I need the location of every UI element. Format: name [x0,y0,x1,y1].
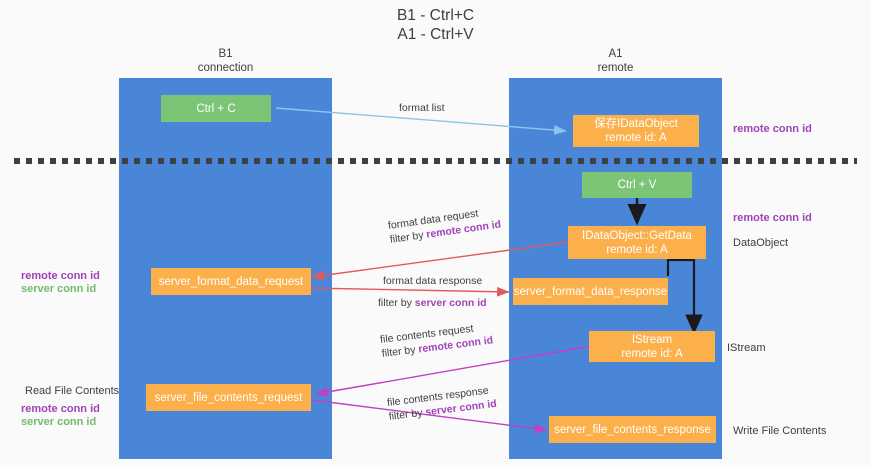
node-server-format-data-response-label: server_format_data_response [513,285,668,298]
node-ctrl-v-label: Ctrl + V [617,179,657,191]
edge-label-format-list: format list [399,101,445,115]
title-line-1: B1 - Ctrl+C [396,7,475,24]
filter-by-prefix-3: filter by [381,343,420,360]
edge-label-file-contents-request: file contents request filter by remote c… [379,319,494,360]
edge-label-format-data-request: format data request filter by remote con… [387,204,502,247]
annotation-right-remote-conn-id-top: remote conn id [733,123,812,135]
node-istream-line1: IStream [631,333,673,346]
node-server-format-data-request[interactable]: server_format_data_request [151,268,311,295]
diagram-title: B1 - Ctrl+C A1 - Ctrl+V [0,6,871,44]
annotation-left-read-file-contents: Read File Contents [25,385,120,397]
annotation-left-server-conn-id-mid: server conn id [21,283,97,295]
annotation-left-remote-conn-id-mid: remote conn id [21,270,100,282]
edge-label-format-list-text: format list [399,102,445,114]
column-header-a1-sub: remote [597,61,634,74]
node-idataobject-getdata[interactable]: IDataObject::GetData remote id: A [568,226,706,259]
annotation-right-write-file-contents: Write File Contents [733,425,827,437]
title-line-2: A1 - Ctrl+V [397,26,474,43]
edge-label-format-data-response: format data response filter by server co… [378,274,487,310]
annotation-right-remote-conn-id-mid: remote conn id [733,212,812,224]
annotation-left-server-conn-id-bot: server conn id [21,416,97,428]
node-ctrl-v[interactable]: Ctrl + V [582,172,692,198]
node-server-file-contents-response[interactable]: server_file_contents_response [549,416,716,443]
filter-by-prefix-2: filter by [378,297,415,309]
node-istream[interactable]: IStream remote id: A [589,331,715,362]
node-ctrl-c[interactable]: Ctrl + C [161,95,271,122]
node-idataobject-getdata-line1: IDataObject::GetData [582,229,692,242]
column-header-a1: A1 remote [509,48,722,75]
column-header-a1-name: A1 [608,48,623,60]
annotation-left-remote-conn-id-bot: remote conn id [21,403,100,415]
node-save-idataobject[interactable]: 保存IDataObject remote id: A [573,115,699,147]
node-server-file-contents-response-label: server_file_contents_response [554,423,711,436]
column-header-b1-name: B1 [218,48,233,60]
edge-label-format-data-response-l1: format data response [383,275,483,287]
annotation-right-istream: IStream [727,342,766,354]
node-server-format-data-request-label: server_format_data_request [158,275,304,288]
filter-by-prefix-1: filter by [389,228,428,246]
node-server-file-contents-request-label: server_file_contents_request [154,391,303,404]
column-header-b1: B1 connection [119,48,332,75]
node-save-idataobject-line1: 保存IDataObject [594,118,678,130]
annotation-right-dataobject: DataObject [733,237,789,249]
node-istream-line2: remote id: A [621,347,683,360]
node-server-format-data-response[interactable]: server_format_data_response [513,278,668,305]
node-save-idataobject-line2: remote id: A [605,132,667,144]
column-header-b1-sub: connection [197,61,254,74]
node-server-file-contents-request[interactable]: server_file_contents_request [146,384,311,411]
edge-label-format-data-response-l2: filter by server conn id [378,296,487,310]
filter-by-prefix-4: filter by [388,406,427,423]
node-idataobject-getdata-line2: remote id: A [606,243,668,256]
edge-label-file-contents-response: file contents response filter by server … [386,383,497,424]
node-ctrl-c-label: Ctrl + C [196,102,236,115]
server-conn-id-key-2: server conn id [414,297,487,309]
phase-divider-dashed-line [14,158,857,164]
